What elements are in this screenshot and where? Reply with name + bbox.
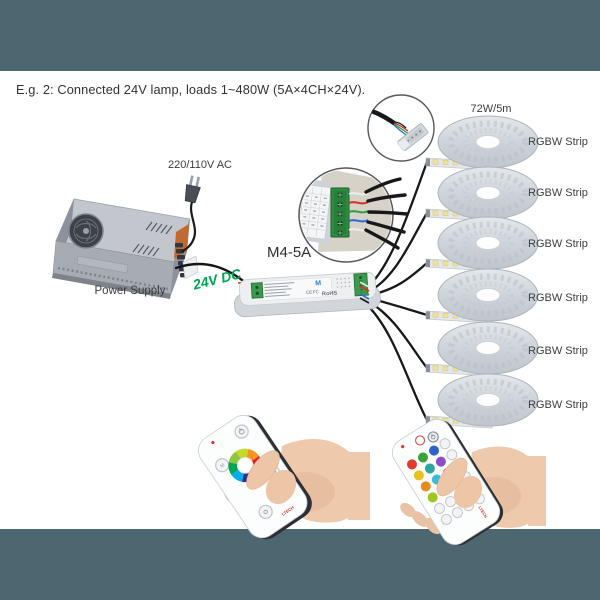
strip-label-2: RGBW Strip [528,187,588,199]
power-button [427,431,439,443]
psu-top-vents [132,221,173,257]
strip-reel-1 [425,115,539,171]
strip-coil-hole [475,135,501,149]
callout-label-panel [300,184,332,240]
button-remote-hand-group: LTECH [391,419,546,546]
callout-terminal-wiring [298,167,409,263]
wire-to-strip-6 [364,302,429,422]
psu-front-vent-dots [57,266,169,291]
strip-label-6: RGBW Strip [528,399,588,411]
psu-terminal-cover [182,255,199,280]
bottom-border-bar [0,529,600,600]
ir-led-icon [401,444,405,449]
psu-bottom-lip [52,273,171,299]
rohs-mark: RoHS [322,291,338,298]
top-button [414,435,426,446]
strip-label-4: RGBW Strip [528,292,588,304]
bottom-button [258,504,273,520]
strip-label-3: RGBW Strip [528,238,588,250]
ac-plug-icon [181,175,201,253]
strip-connector [396,123,429,152]
controller-logo: M [315,280,321,287]
controller-label-textlines [264,282,295,297]
callout-strip-connector [367,94,435,162]
touch-remote-hand-group: M [198,415,370,540]
callout-terminal-screws [337,192,343,236]
wire-to-strip-5 [366,299,429,370]
right-thumb-base [453,475,483,509]
callout-colored-wires [348,192,369,232]
strip-reels [425,115,539,429]
controller-illustration: M CE FC RoHS [234,271,381,318]
ac-voltage-label: 220/110V AC [167,159,232,171]
controller-vent-holes [336,277,351,288]
right-thumb [436,457,468,497]
output-terminal-stubs [359,281,370,304]
strip-reel-2 [425,166,539,222]
ac-cord-wire [181,201,196,253]
controller-model-label: M4-5A [267,244,312,261]
callout-exit-cables [364,177,409,250]
fan-icon [68,213,104,249]
strip-reel-5 [425,321,539,377]
power-supply-illustration [52,198,199,299]
ir-led-icon [211,440,215,445]
brand-text: LTECH [477,505,488,519]
right-hand-wrist [528,456,546,526]
page-title: E.g. 2: Connected 24V lamp, loads 1~480W… [16,82,366,97]
psu-front-slot [76,255,129,274]
svg-text:M: M [219,462,226,469]
wire-to-strip-2 [366,211,429,294]
power-supply-label: Power Supply [94,285,166,297]
strip-reel-3 [425,216,539,272]
left-thumb-base [265,469,297,505]
strip-reel-4 [425,268,539,324]
power-button [234,424,249,439]
strip-label-5: RGBW Strip [528,345,588,357]
strip-power-label: 72W/5m [470,103,512,115]
left-hand-wrist [348,452,370,520]
top-border-bar [0,0,600,71]
left-thumb [246,450,280,490]
ce-mark: CE [306,290,313,295]
callout-cable [371,109,397,126]
input-terminal [250,282,264,299]
strip-reel-6 [425,373,539,429]
fcc-mark: FC [313,289,320,294]
mode-button: M [215,458,230,473]
brand-text: LTECH [281,505,295,517]
strip-label-1: RGBW Strip [528,136,588,148]
